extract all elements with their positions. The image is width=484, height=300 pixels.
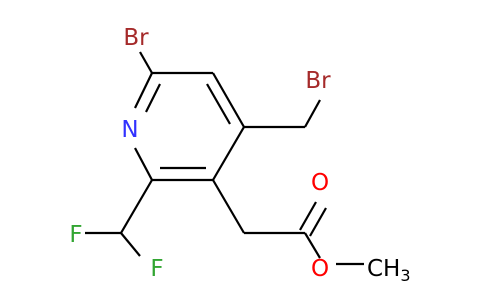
bond-c2-n bbox=[134, 147, 153, 181]
atom-o-ester: O bbox=[311, 256, 329, 282]
bond-c3-ch2 bbox=[212, 179, 245, 234]
bond-ch2-br bbox=[304, 99, 321, 128]
atom-f-bottom: F bbox=[150, 256, 163, 282]
bond-c5-c4 bbox=[212, 72, 245, 128]
bond-carbonyl-o-a bbox=[299, 201, 317, 231]
atom-n: N bbox=[121, 117, 138, 143]
bond-carbonyl-o-b bbox=[309, 207, 327, 237]
atom-o-carbonyl: O bbox=[311, 170, 329, 196]
bond-c4-c3 bbox=[212, 126, 245, 181]
atom-methyl-subscript: 3 bbox=[400, 266, 410, 285]
bond-carbonyl-ester-o bbox=[304, 232, 321, 259]
bond-n-c6-inner bbox=[145, 83, 161, 113]
atom-methyl-symbol: CH bbox=[367, 256, 400, 282]
bond-c5-c4-inner bbox=[206, 83, 231, 125]
atom-f-left: F bbox=[69, 222, 82, 248]
atom-methyl: CH3 bbox=[367, 256, 411, 285]
bond-n-c6 bbox=[134, 72, 153, 109]
atom-br-methyl: Br bbox=[305, 68, 331, 94]
bond-c2-chf2 bbox=[120, 179, 153, 234]
bond-chf2-f2 bbox=[120, 232, 141, 257]
bond-c6-br bbox=[139, 51, 153, 74]
atom-br-ring: Br bbox=[123, 25, 149, 51]
